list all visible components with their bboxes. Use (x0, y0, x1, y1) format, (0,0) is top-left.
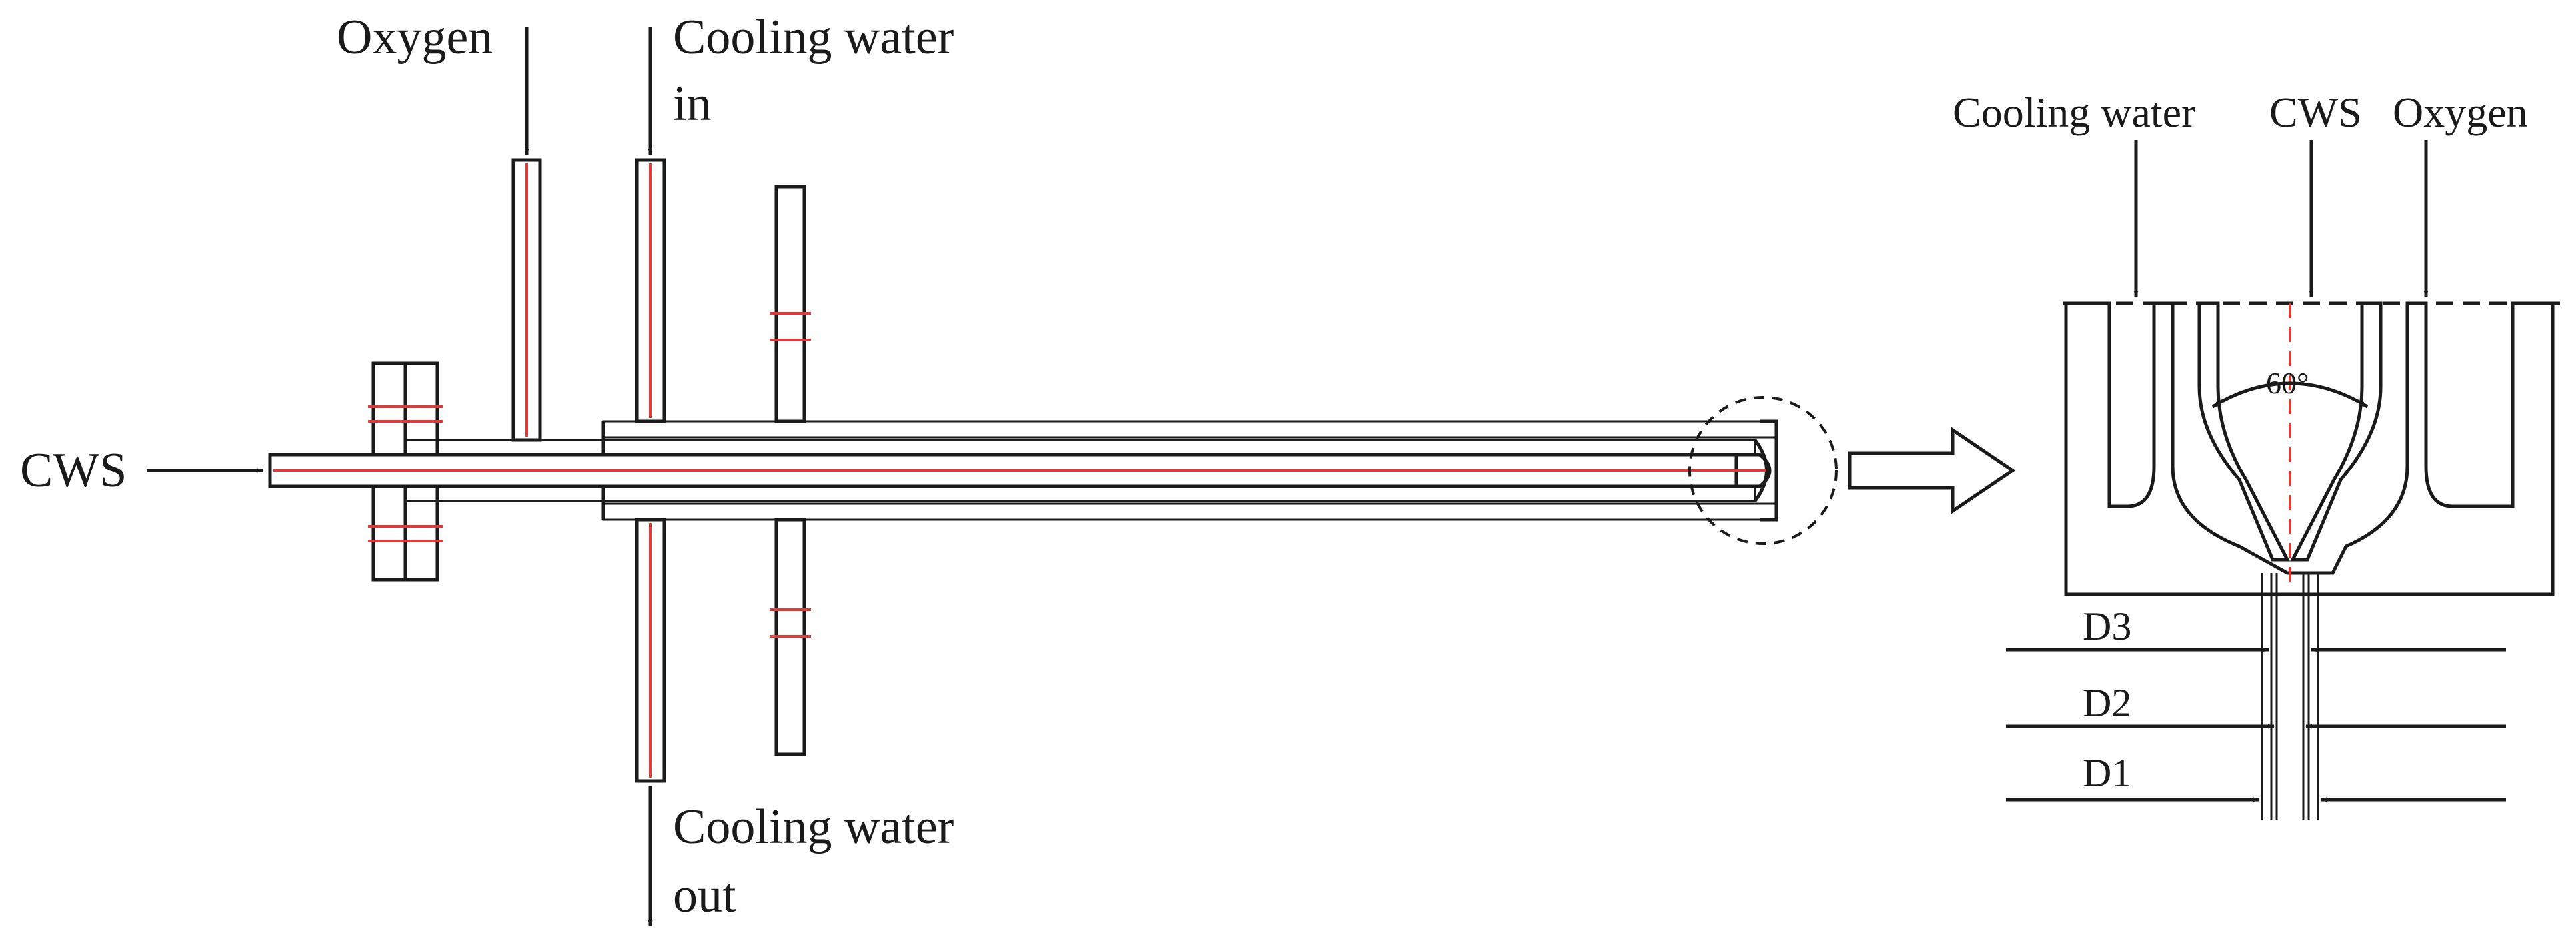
oxygen-label: Oxygen (337, 10, 493, 65)
dim-d2: D2 (2006, 681, 2506, 729)
dim-d1: D1 (2006, 751, 2506, 802)
angle-label: 60° (2266, 366, 2309, 400)
cooling-in-label-1: Cooling water (673, 10, 954, 65)
detail-oxygen-label: Oxygen (2393, 89, 2528, 136)
cooling-in-pipe: Cooling water in (635, 10, 954, 423)
cooling-in-label-2: in (673, 77, 712, 131)
main-view: CWS (20, 10, 2016, 927)
cooling-out-pipe: Cooling water out (635, 518, 954, 927)
cooling-out-label-2: out (673, 868, 736, 923)
outer-jacket (601, 419, 1778, 522)
inner-cws-pipe (268, 453, 1772, 488)
svg-text:D2: D2 (2083, 681, 2131, 725)
detail-cws-label: CWS (2269, 89, 2362, 136)
mount-flange (770, 185, 811, 756)
svg-text:D3: D3 (2083, 604, 2131, 648)
svg-text:D1: D1 (2083, 751, 2131, 795)
detail-arrow (1848, 427, 2016, 514)
cooling-out-label-1: Cooling water (673, 800, 954, 854)
detail-cooling-label: Cooling water (1953, 89, 2195, 136)
detail-view: Cooling water CWS Oxygen 60° D3 (1953, 89, 2569, 820)
dim-d3: D3 (2006, 604, 2506, 652)
detail-circle (1688, 396, 1838, 545)
cws-label: CWS (20, 443, 127, 498)
oxygen-pipe: Oxygen (337, 10, 542, 442)
